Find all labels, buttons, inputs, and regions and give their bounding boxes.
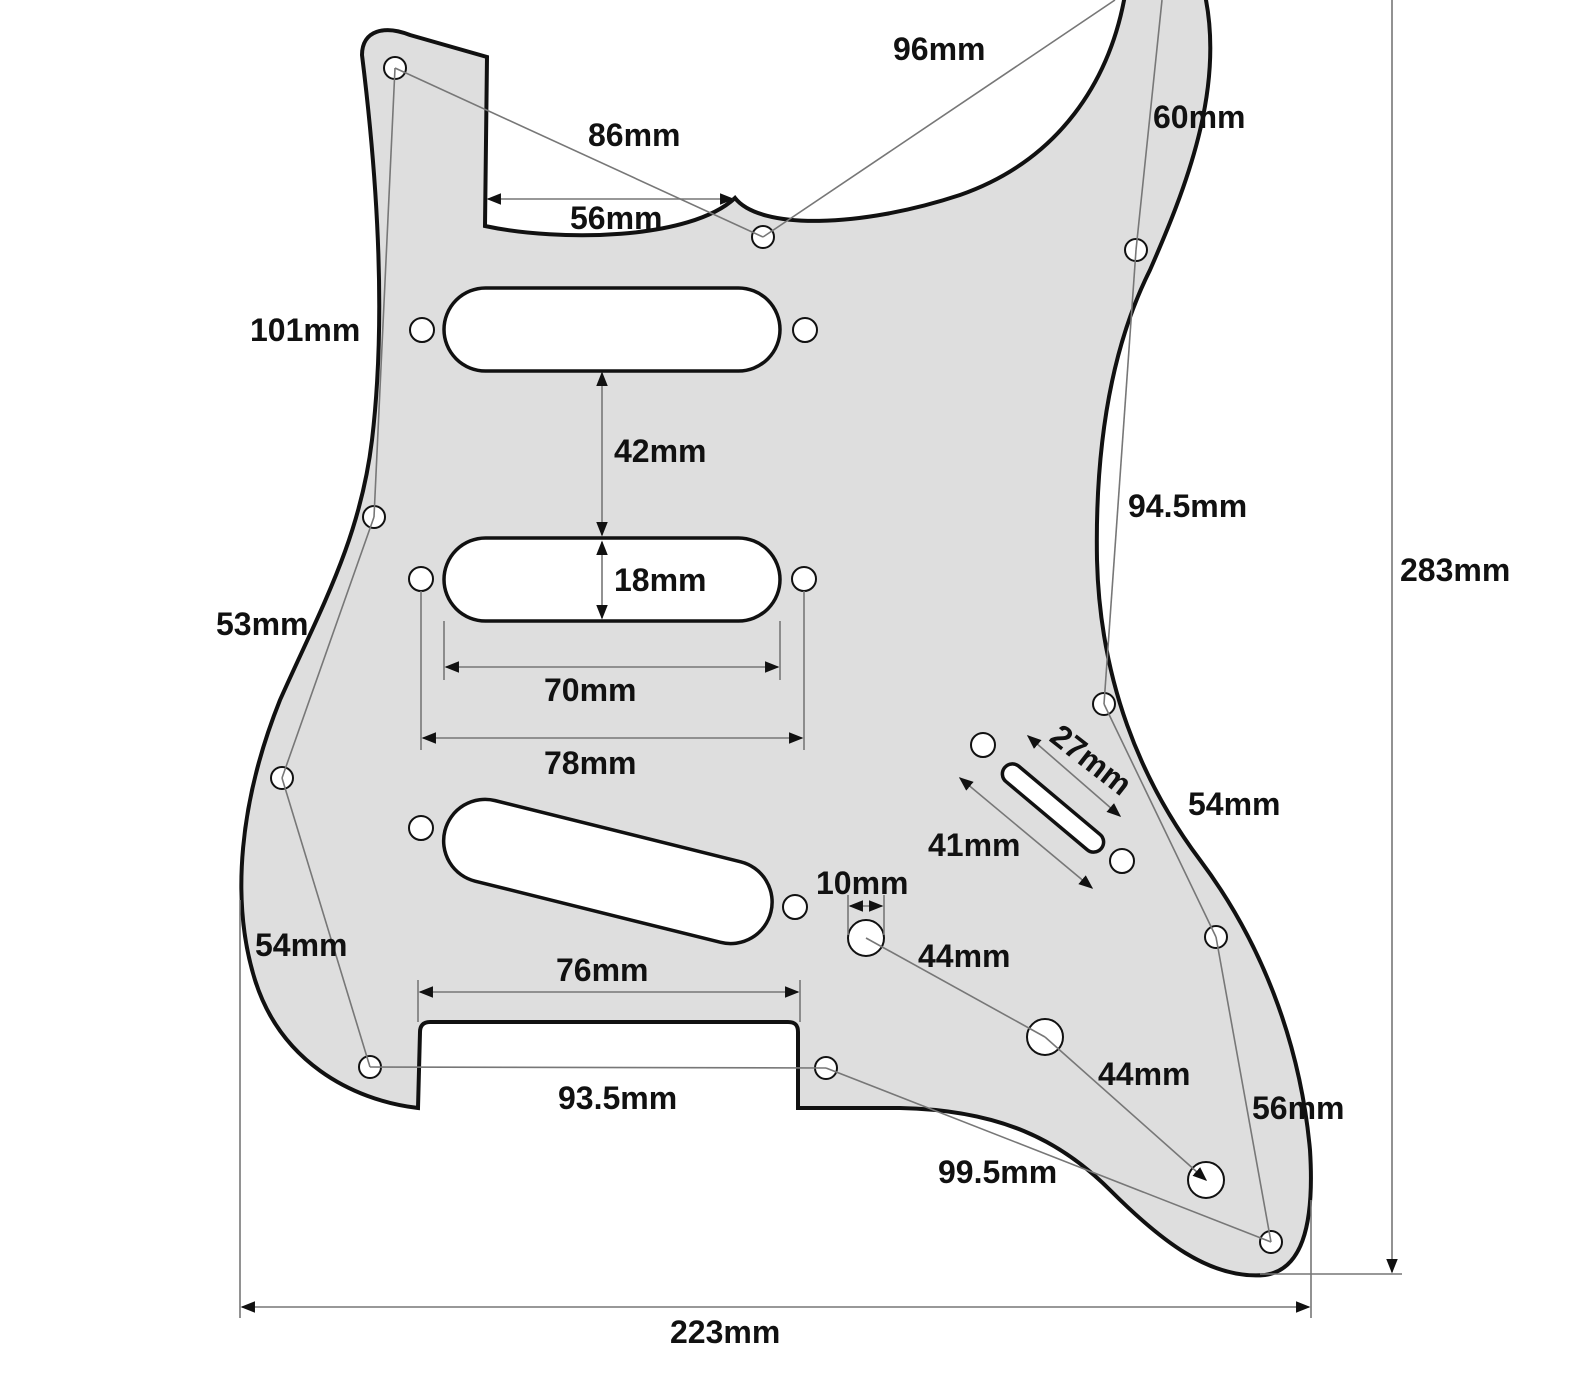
dimension-label: 44mm xyxy=(918,938,1011,974)
dimension-label: 223mm xyxy=(670,1314,780,1350)
dimension-lines xyxy=(239,0,1402,1318)
neck-pickup-slot xyxy=(442,286,782,373)
middle-pickup-slot xyxy=(442,536,782,623)
pickup-mounting-holes xyxy=(408,317,1135,920)
dimension-label: 42mm xyxy=(614,433,707,469)
dimension-label: 54mm xyxy=(255,927,348,963)
dimension-label: 76mm xyxy=(556,952,649,988)
dimension-label: 70mm xyxy=(544,672,637,708)
dimension-label: 99.5mm xyxy=(938,1154,1057,1190)
dimension-label: 101mm xyxy=(250,312,360,348)
dimension-label: 10mm xyxy=(816,865,909,901)
dimension-label: 78mm xyxy=(544,745,637,781)
bridge-pickup-slot xyxy=(441,797,774,946)
dimension-label: 56mm xyxy=(1252,1090,1345,1126)
dimension-label: 54mm xyxy=(1188,786,1281,822)
dimension-label: 18mm xyxy=(614,562,707,598)
dimension-label: 94.5mm xyxy=(1128,488,1247,524)
dimension-label: 53mm xyxy=(216,606,309,642)
dimension-label: 44mm xyxy=(1098,1056,1191,1092)
dimension-label: 41mm xyxy=(928,827,1021,863)
dimension-label: 96mm xyxy=(893,31,986,67)
dimension-label: 56mm xyxy=(570,200,663,236)
dimension-label: 93.5mm xyxy=(558,1080,677,1116)
dimension-label: 283mm xyxy=(1400,552,1510,588)
dimension-label: 86mm xyxy=(588,117,681,153)
dimension-label: 60mm xyxy=(1153,99,1246,135)
